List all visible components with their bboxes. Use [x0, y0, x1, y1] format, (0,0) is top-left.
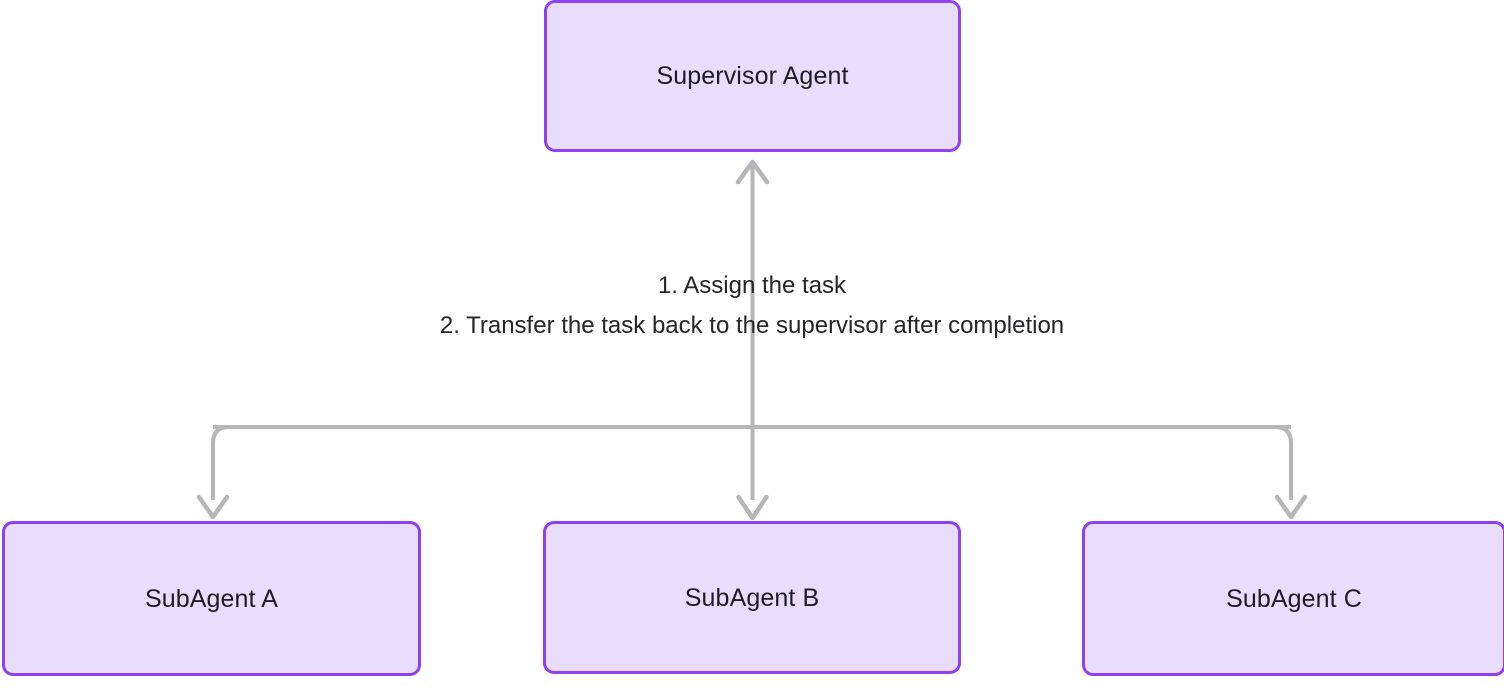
- arrowhead-down-icon: [1274, 494, 1308, 520]
- arrowhead-down-icon: [196, 494, 230, 520]
- node-subagent-b-label: SubAgent B: [684, 583, 820, 612]
- arrowhead-down-icon: [736, 494, 769, 521]
- arrowhead-up-icon: [735, 159, 770, 185]
- edge-to-subagent-b: [736, 427, 769, 521]
- edge-label-line-2: 2. Transfer the task back to the supervi…: [439, 312, 1065, 339]
- edge-label-handoff-steps: 1. Assign the task 2. Transfer the task …: [0, 266, 1504, 346]
- edge-to-subagent-c: [1274, 425, 1308, 520]
- node-subagent-a-label: SubAgent A: [144, 584, 279, 613]
- edge-to-subagent-a: [196, 425, 230, 520]
- node-supervisor-agent[interactable]: Supervisor Agent: [544, 0, 961, 152]
- node-subagent-a[interactable]: SubAgent A: [2, 521, 421, 676]
- node-subagent-b[interactable]: SubAgent B: [543, 521, 961, 674]
- node-subagent-c[interactable]: SubAgent C: [1082, 521, 1504, 676]
- node-supervisor-agent-label: Supervisor Agent: [656, 62, 849, 90]
- edge-label-line-1: 1. Assign the task: [657, 272, 847, 299]
- node-subagent-c-label: SubAgent C: [1226, 584, 1362, 613]
